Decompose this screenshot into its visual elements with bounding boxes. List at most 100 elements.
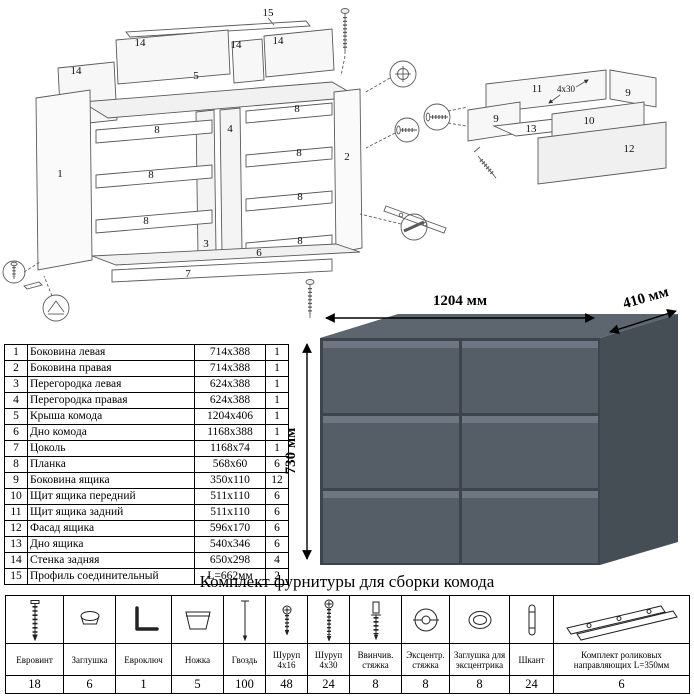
part-size: 1204x406 [194, 408, 266, 425]
slide-rail-detail-icon [359, 205, 447, 241]
part-label: 14 [231, 39, 243, 51]
part-label: 10 [584, 115, 596, 127]
part-size: 714x388 [194, 344, 266, 361]
part-size: 624x388 [194, 376, 266, 393]
cap-icon [75, 610, 105, 627]
depth-arrow [609, 309, 677, 334]
part-name: Щит ящика передний [27, 488, 195, 505]
part-number: 13 [4, 536, 28, 553]
part-number: 9 [4, 472, 28, 489]
drawer-top-edge [323, 491, 459, 498]
part-label: 2 [344, 151, 350, 163]
part-name: Перегородка левая [27, 376, 195, 393]
drawer-top-edge [462, 341, 598, 348]
hardware-icon-cell [401, 595, 450, 644]
part-label: 14 [135, 37, 147, 49]
hardware-icon-cell [5, 595, 64, 644]
hardware-icon-cell [509, 595, 554, 644]
part-label: 5 [193, 70, 199, 82]
hardware-icon-cell [63, 595, 116, 644]
euro-screw-icon [22, 599, 48, 641]
part-name: Щит ящика задний [27, 504, 195, 521]
part-qty: 2 [265, 568, 289, 585]
part-qty: 6 [265, 536, 289, 553]
hardware-icon-cell [349, 595, 402, 644]
part-number: 6 [4, 424, 28, 441]
hardware-icon-cell [171, 595, 224, 644]
hardware-item-name: Комплект роликовых направляющих L=350мм [553, 643, 690, 676]
part-name: Боковина ящика [27, 472, 195, 489]
hardware-item-qty: 8 [449, 675, 510, 694]
cam-cap-icon [464, 610, 496, 629]
part-size: 1168x388 [194, 424, 266, 441]
drawer-slides-icon [561, 604, 683, 641]
part-name: Боковина правая [27, 360, 195, 377]
part-size: 596x170 [194, 520, 266, 537]
corner-fastener-detail-icon [2, 260, 70, 322]
hardware-item-qty: 24 [509, 675, 554, 694]
hardware-icon-cell [223, 595, 266, 644]
hardware-icon-cell [115, 595, 172, 644]
part-number: 1 [4, 344, 28, 361]
part-label: 1 [57, 168, 63, 180]
hardware-item-name: Ввинчив. стяжка [349, 643, 402, 676]
part-name: Стенка задняя [27, 552, 195, 569]
part-label: 8 [143, 215, 149, 227]
drawer-top-edge [323, 416, 459, 423]
hardware-item-qty: 8 [349, 675, 402, 694]
part-name: Крыша комода [27, 408, 195, 425]
part-number: 10 [4, 488, 28, 505]
confirmat-screw-icon [340, 8, 350, 14]
hardware-item-qty: 48 [265, 675, 308, 694]
drawer-top-edge [462, 416, 598, 423]
hardware-icon-cell [553, 595, 690, 644]
screw-side-detail-icon [365, 117, 420, 149]
width-dimension-label: 1204 мм [433, 293, 487, 309]
part-qty: 1 [265, 360, 289, 377]
part-label: 6 [256, 247, 262, 259]
bolt-icon [369, 601, 383, 640]
hardware-item-name: Евровинт [5, 643, 64, 676]
part-size: 511x110 [194, 504, 266, 521]
part-label: 13 [526, 123, 538, 135]
part-size: 1168x74 [194, 440, 266, 457]
part-label: 8 [294, 103, 300, 115]
part-number: 11 [4, 504, 28, 521]
leg-icon [181, 610, 215, 629]
part-label: 8 [296, 147, 302, 159]
hardware-icon-cell [449, 595, 510, 644]
hardware-item-qty: 24 [307, 675, 350, 694]
nail-icon [239, 600, 251, 641]
hex-key-icon [127, 605, 161, 631]
part-size: 568x60 [194, 456, 266, 473]
part-label: 3 [203, 238, 209, 250]
drawer-front [462, 341, 598, 413]
part-label: 7 [185, 268, 191, 280]
part-name: Боковина левая [27, 344, 195, 361]
hardware-item-name: Заглушка для эксцентрика [449, 643, 510, 676]
part-number: 7 [4, 440, 28, 457]
part-number: 8 [4, 456, 28, 473]
dowel-icon [526, 604, 538, 635]
part-size: 624x388 [194, 392, 266, 409]
part-size: 650x298 [194, 552, 266, 569]
part-number: 3 [4, 376, 28, 393]
drawer-top-edge [323, 341, 459, 348]
part-name: Фасад ящика [27, 520, 195, 537]
hardware-icon-cell [265, 595, 308, 644]
drawer-front [323, 416, 459, 488]
hardware-item-qty: 1 [115, 675, 172, 694]
